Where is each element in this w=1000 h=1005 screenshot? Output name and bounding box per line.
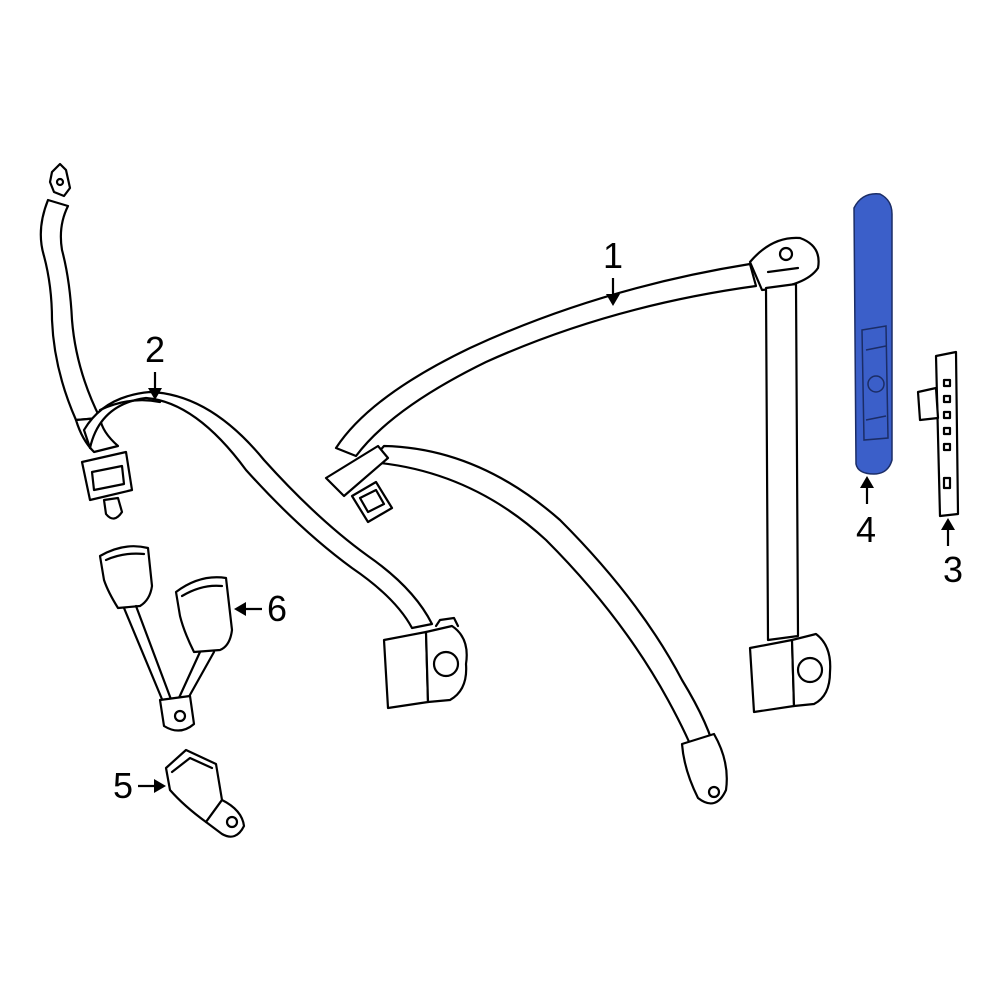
shoulder-anchor-slot [766,266,800,274]
callout-arrows [138,278,955,793]
callout-1: 1 [602,235,624,276]
adjuster-cover-window [861,325,889,441]
latch-plate-1 [324,444,390,498]
part-4-adjuster-cover [853,193,893,475]
buckle-6-bracket [158,694,196,732]
callout-4: 4 [855,509,877,550]
rail-slot-3 [942,410,952,420]
lap-anchor [680,732,728,805]
retractor-1-spool [790,632,832,708]
part-2-seat-belt-assembly [39,162,468,710]
arrow-5-head [154,779,166,793]
shoulder-anchor [748,236,820,292]
rail-slot-5 [942,442,952,452]
belt-fold [98,399,162,412]
retractor-1-housing [748,638,796,714]
rail-slot-6 [942,476,952,490]
rail-slot-1 [942,378,952,388]
callout-2: 2 [144,329,166,370]
arrow-1-head [606,294,620,306]
part-3-height-adjuster [916,350,960,518]
belt-webbing [82,390,434,630]
retractor-1-center [796,656,824,684]
buckle-6b-slot [180,584,224,598]
retractor-spool [424,624,468,704]
latch-tongue-1 [350,480,394,524]
callout-3: 3 [942,549,964,590]
retractor-housing [382,630,430,710]
latch-tongue [102,496,124,520]
buckle-5-body [164,748,224,824]
buckle-6-bolt-hole [173,709,187,723]
rail-slot-4 [942,426,952,436]
shoulder-anchor-bolt [778,246,794,262]
arrow-3-head [941,518,955,530]
adjuster-cover-ribs [865,345,887,421]
buckle-5-bolt-hole [225,815,239,829]
arrow-4-head [860,476,874,488]
callout-6: 6 [266,588,288,629]
part-1-seat-belt-assembly [324,236,832,805]
lap-anchor-bolt [707,785,721,799]
buckle-6a [98,545,154,610]
spool-center [432,650,460,678]
buckle-6b-strap [176,650,216,704]
part-6-dual-buckle [98,545,234,732]
buckle-6b [174,576,234,654]
callout-5: 5 [112,765,134,806]
arrow-6-head [234,602,246,616]
part-5-buckle [164,748,246,838]
shoulder-webbing [334,262,758,458]
buckle-5-slot [170,756,214,774]
arrow-2-head [148,388,162,400]
adjuster-cover-knob [867,375,885,393]
latch-slot [90,464,126,492]
vertical-webbing [764,282,800,642]
latch-tongue-slot [358,488,386,514]
anchor-hole [55,177,65,187]
buckle-6a-slot [104,552,146,562]
anchor-strap [39,198,102,422]
buckle-6a-strap [122,604,174,706]
latch-plate [80,450,134,502]
rail-slot-2 [942,394,952,404]
adjuster-slider [916,386,940,422]
retractor-clip [434,616,460,628]
